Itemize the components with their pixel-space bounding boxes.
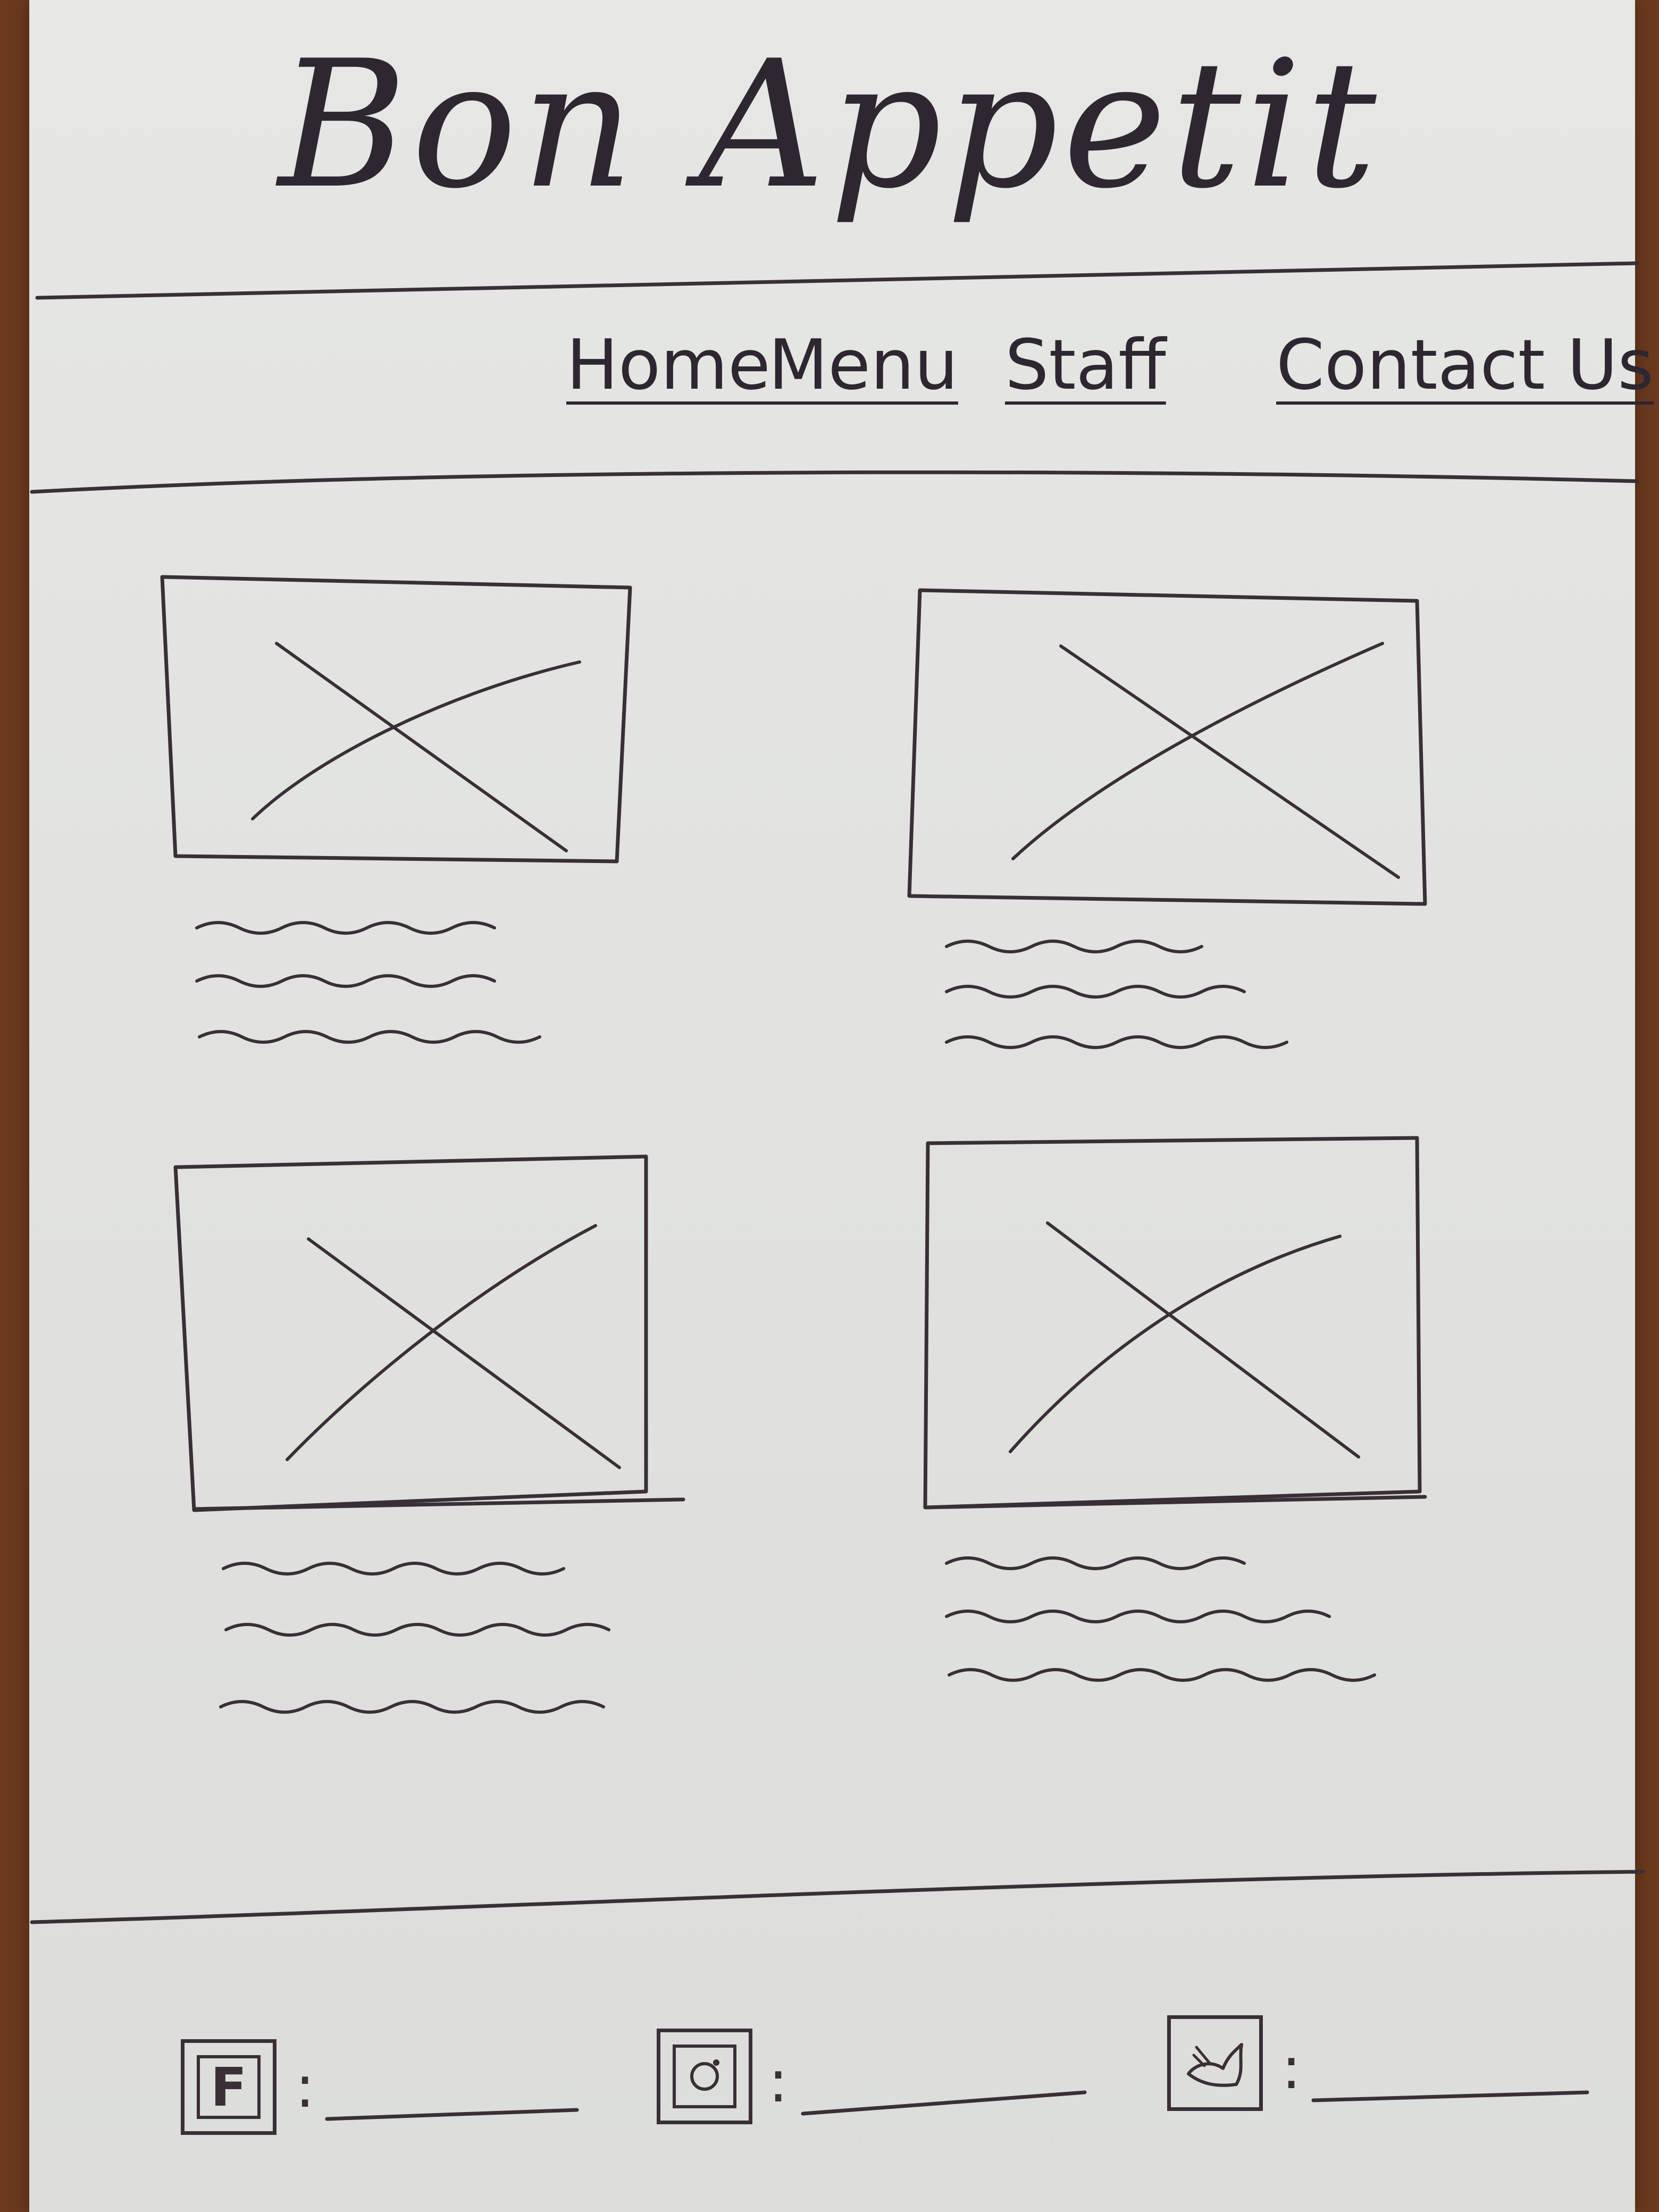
bird-glyph	[1187, 2043, 1243, 2087]
colon-separator: :	[768, 2047, 789, 2115]
colon-separator: :	[1281, 2034, 1302, 2102]
facebook-icon[interactable]: F	[181, 2039, 276, 2135]
nav-menu-link[interactable]: Menu	[768, 324, 958, 405]
nav-home-link[interactable]: Home	[566, 324, 770, 405]
facebook-glyph: F	[197, 2055, 261, 2119]
twitter-icon[interactable]	[1167, 2015, 1263, 2111]
site-title: Bon Appetit	[278, 23, 1381, 227]
paper-sheet	[29, 0, 1635, 2212]
instagram-camera-glyph	[673, 2045, 736, 2108]
camera-lens-icon	[690, 2059, 719, 2091]
instagram-icon[interactable]	[657, 2029, 752, 2124]
colon-separator: :	[295, 2052, 315, 2121]
nav-contact-link[interactable]: Contact Us	[1276, 324, 1654, 405]
nav-staff-link[interactable]: Staff	[1005, 324, 1166, 405]
